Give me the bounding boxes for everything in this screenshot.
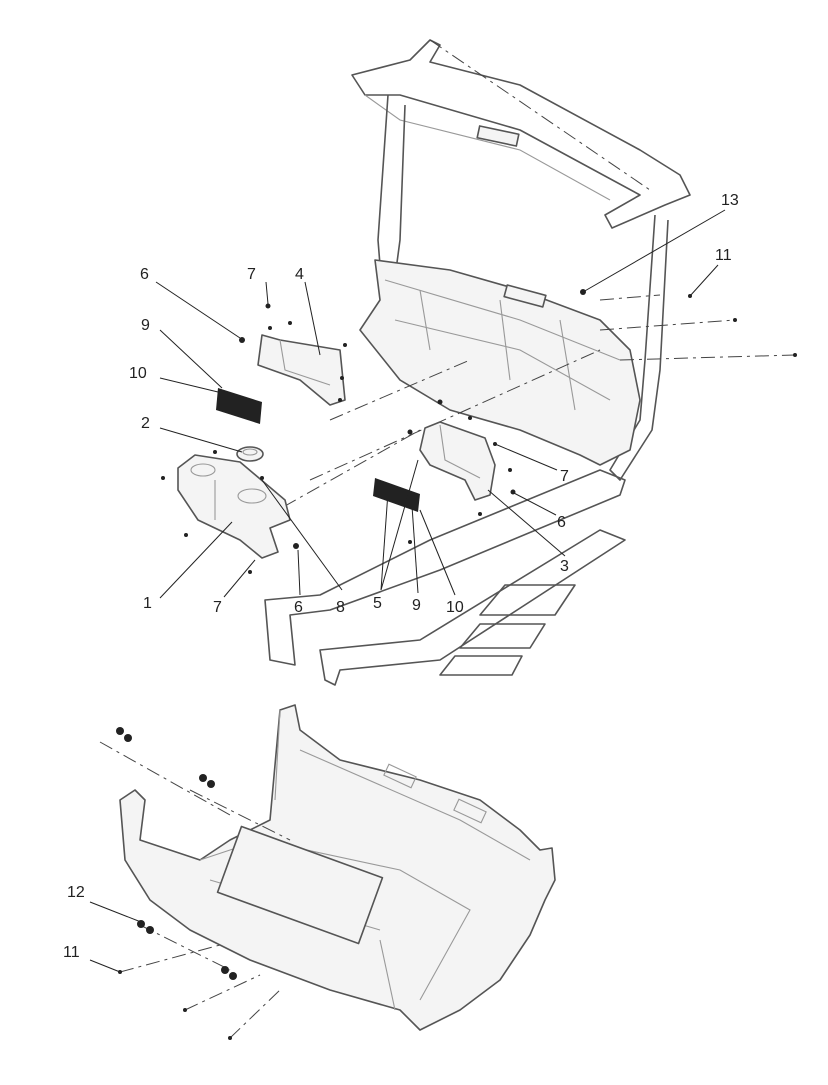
callout-8: 8 <box>336 599 345 616</box>
front-body-frame <box>351 39 691 481</box>
callout-9: 9 <box>141 317 150 334</box>
callout-6: 6 <box>557 514 566 531</box>
callout-7: 7 <box>560 468 569 485</box>
callout-10: 10 <box>446 599 464 616</box>
part-2-cap <box>236 446 264 462</box>
grille-left <box>216 388 262 424</box>
callout-2: 2 <box>141 415 150 432</box>
callout-12: 12 <box>67 884 85 901</box>
leader-lines <box>89 209 726 973</box>
part-3-right-bracket <box>419 421 496 501</box>
lower-axis-lines <box>99 741 291 1039</box>
fasteners <box>161 289 797 574</box>
callouts: 6 7 4 9 10 2 1 7 6 8 5 9 10 3 6 7 13 11 … <box>63 192 739 961</box>
callout-4: 4 <box>295 266 304 283</box>
callout-7: 7 <box>247 266 256 283</box>
part-1-left-panel <box>177 454 291 559</box>
part-4-left-bracket <box>257 334 346 406</box>
floor-pan-outline <box>264 469 626 686</box>
lower-floor-tub <box>119 704 556 1031</box>
grille-right <box>373 478 420 512</box>
callout-3: 3 <box>560 558 569 575</box>
callout-10: 10 <box>129 365 147 382</box>
callout-11: 11 <box>715 247 732 264</box>
lower-fasteners <box>116 727 237 1040</box>
assembly-axis-lines <box>259 39 796 521</box>
callout-6: 6 <box>294 599 303 616</box>
callout-11: 11 <box>63 944 80 961</box>
callout-5: 5 <box>373 595 382 612</box>
callout-1: 1 <box>143 595 152 612</box>
callout-9: 9 <box>412 597 421 614</box>
callout-6: 6 <box>140 266 149 283</box>
callout-7: 7 <box>213 599 222 616</box>
callout-13: 13 <box>721 192 739 209</box>
